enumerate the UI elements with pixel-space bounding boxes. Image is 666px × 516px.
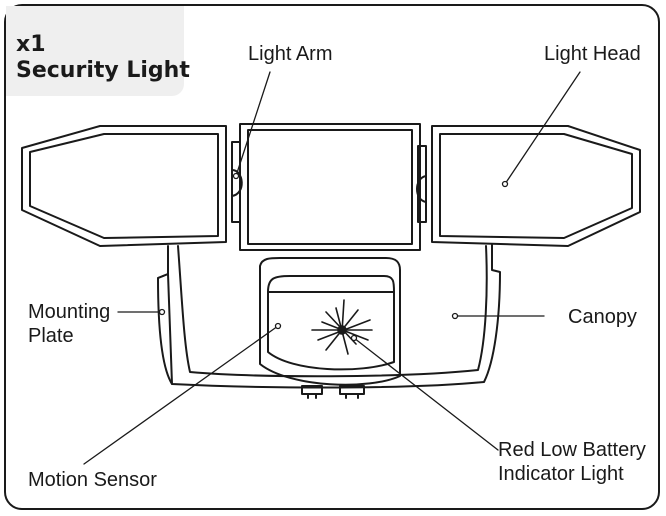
motion-sensor-lens — [267, 275, 395, 371]
label-red-battery-line1: Red Low Battery — [498, 439, 646, 461]
label-light-arm: Light Arm — [248, 43, 333, 65]
left-light-head — [21, 125, 227, 247]
center-light-head-inner — [247, 129, 413, 245]
product-name: Security Light — [16, 58, 190, 83]
battery-indicator-star — [311, 299, 373, 355]
foot-left — [301, 385, 323, 395]
left-arm-knob — [231, 169, 243, 197]
center-light-head — [239, 123, 421, 251]
foot-right — [339, 385, 365, 395]
label-canopy: Canopy — [568, 306, 637, 328]
label-motion-sensor: Motion Sensor — [28, 469, 157, 491]
title-box: x1 Security Light — [6, 6, 190, 96]
leader-mounting-plate — [117, 308, 166, 316]
right-arm-knob — [416, 175, 427, 203]
leader-light-head — [501, 71, 581, 188]
leader-light-arm — [232, 71, 271, 180]
label-red-battery-line2: Indicator Light — [498, 463, 624, 485]
mounting-plate — [157, 273, 173, 385]
leader-canopy — [451, 312, 545, 320]
label-light-head: Light Head — [544, 43, 641, 65]
left-light-head-inner — [29, 133, 219, 239]
canopy-inner — [177, 245, 488, 378]
right-light-head-inner — [439, 133, 633, 239]
right-light-head — [431, 125, 641, 247]
left-arm-joint — [231, 141, 241, 223]
leader-motion-sensor — [83, 322, 282, 465]
label-mounting-plate-line1: Mounting — [28, 301, 111, 323]
leader-red-battery — [350, 334, 499, 451]
quantity-label: x1 — [16, 32, 46, 57]
canopy-outline — [157, 243, 501, 389]
label-mounting-plate-line2: Plate — [28, 325, 74, 347]
motion-sensor-housing — [259, 257, 401, 386]
